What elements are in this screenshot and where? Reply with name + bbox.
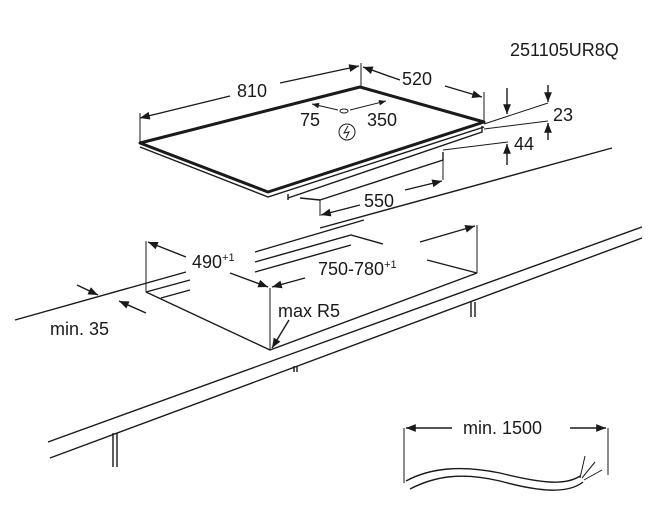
- dim-cable-length: min. 1500: [463, 418, 542, 438]
- hob-frame: [287, 126, 483, 200]
- dim-corner-radius: max R5: [278, 301, 340, 321]
- dimension-550: 550: [319, 160, 444, 217]
- dimension-connection: 75 350: [300, 99, 397, 141]
- dim-front-distance: min. 35: [50, 319, 109, 339]
- dim-cutout-width: 750-780+1: [318, 259, 397, 279]
- dimension-min-35: min. 35: [50, 284, 147, 339]
- dimension-810: 810: [139, 63, 362, 143]
- dim-total-height: 44: [514, 134, 534, 154]
- dimension-750-780: 750-780+1: [271, 224, 478, 289]
- product-code: 251105UR8Q: [510, 40, 619, 60]
- dim-connection-left: 75: [300, 110, 320, 130]
- dim-frame-height: 23: [553, 105, 573, 125]
- dim-depth-label: 520: [402, 69, 432, 89]
- dim-cutout-depth: 490+1: [192, 252, 235, 272]
- hob-top-surface: [138, 85, 486, 194]
- electric-icon: [338, 123, 356, 141]
- dimension-490: 490+1: [145, 241, 271, 350]
- dim-bottom-width: 550: [364, 191, 394, 211]
- dimension-520: 520: [362, 66, 485, 122]
- hob-edge: [139, 126, 485, 198]
- cable-drawing: min. 1500: [403, 418, 609, 491]
- dimension-radius: max R5: [271, 301, 340, 349]
- dim-connection-right: 350: [367, 110, 397, 130]
- dim-width-label: 810: [237, 81, 267, 101]
- dimension-heights: 23 44: [442, 85, 573, 165]
